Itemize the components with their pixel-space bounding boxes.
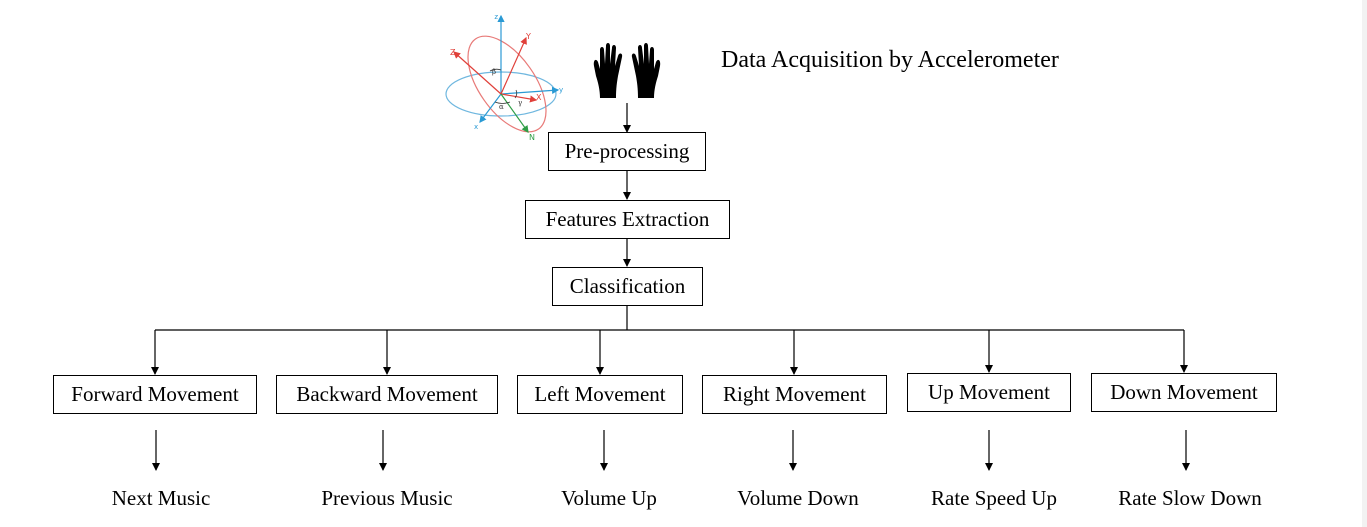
axis-label-y: y: [559, 86, 563, 94]
axis-label-Y: Y: [525, 32, 531, 41]
left-movement-box: Left Movement: [517, 375, 683, 414]
angle-label-beta: β: [492, 68, 496, 76]
axis-label-z: z: [494, 13, 498, 21]
rotated-frame-ring: [467, 35, 547, 133]
accelerometer-axes-figure: z Z Y y X x N β α γ: [445, 13, 563, 142]
next-music-label: Next Music: [111, 486, 211, 510]
angle-label-alpha: α: [499, 103, 504, 111]
up-movement-box: Up Movement: [907, 373, 1071, 412]
Z-axis: [453, 51, 502, 95]
features-extraction-box: Features Extraction: [525, 200, 730, 239]
rate-speed-up-label: Rate Speed Up: [931, 486, 1057, 510]
volume-down-label: Volume Down: [737, 486, 859, 510]
down-movement-box: Down Movement: [1091, 373, 1277, 412]
axis-label-N: N: [529, 133, 535, 142]
N-axis: [500, 93, 529, 133]
volume-up-label: Volume Up: [561, 486, 657, 510]
angle-label-gamma: γ: [518, 99, 522, 107]
data-acquisition-title: Data Acquisition by Accelerometer: [721, 47, 1059, 73]
right-edge-strip: [1362, 0, 1367, 527]
previous-music-label: Previous Music: [321, 486, 453, 510]
X-axis: [500, 93, 538, 103]
rate-slow-down-label: Rate Slow Down: [1118, 486, 1262, 510]
y-axis: [500, 86, 560, 95]
axis-label-x: x: [474, 123, 478, 131]
classification-box: Classification: [552, 267, 703, 306]
right-movement-box: Right Movement: [702, 375, 887, 414]
axis-label-X: X: [536, 93, 542, 102]
x-axis: [479, 93, 502, 123]
Y-axis: [500, 36, 527, 95]
axis-label-Z: Z: [450, 48, 456, 57]
preprocessing-box: Pre-processing: [548, 132, 706, 171]
gloves-icon: [593, 43, 661, 98]
forward-movement-box: Forward Movement: [53, 375, 257, 414]
backward-movement-box: Backward Movement: [276, 375, 498, 414]
